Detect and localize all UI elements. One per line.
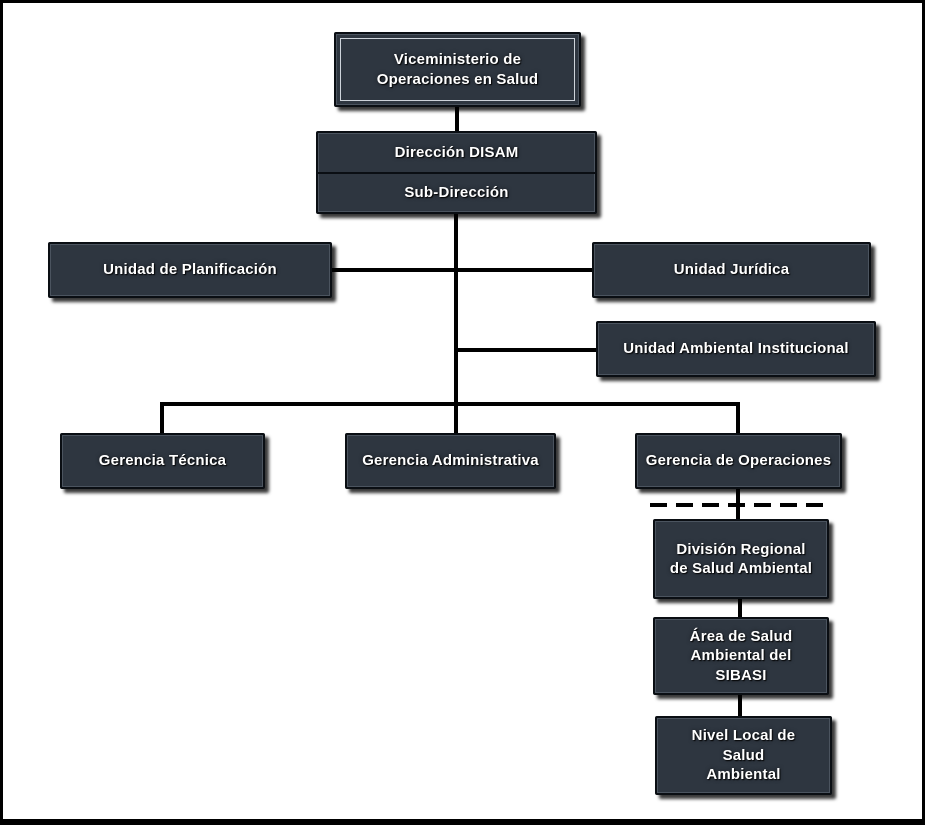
connector-drop-gerencia-operaciones (736, 402, 740, 434)
node-division-regional: División Regional de Salud Ambiental (653, 519, 829, 599)
node-viceministerio-label: Viceministerio de Operaciones en Salud (376, 51, 539, 88)
connector-unidades-horizontal (332, 268, 592, 272)
node-direccion-disam-label: Dirección DISAM (394, 143, 519, 161)
node-sub-direccion-label: Sub-Dirección (404, 184, 509, 201)
node-viceministerio: Viceministerio de Operaciones en Salud (334, 32, 581, 107)
node-unidad-ambiental: Unidad Ambiental Institucional (596, 321, 876, 377)
node-unidad-planificacion: Unidad de Planificación (48, 242, 332, 298)
connector-dashed-separator (650, 503, 828, 507)
node-gerencia-operaciones-label: Gerencia de Operaciones (645, 452, 832, 470)
node-area-sibasi: Área de Salud Ambiental del SIBASI (653, 617, 829, 695)
node-gerencia-tecnica-label: Gerencia Técnica (98, 452, 227, 470)
node-nivel-local: Nivel Local de Salud Ambiental (655, 716, 832, 795)
node-unidad-juridica: Unidad Jurídica (592, 242, 871, 298)
node-gerencia-administrativa: Gerencia Administrativa (345, 433, 556, 489)
node-direccion-disam-subdireccion: Dirección DISAM Sub-Dirección (316, 131, 597, 214)
connector-gerencias-horizontal (160, 402, 740, 406)
node-gerencia-tecnica: Gerencia Técnica (60, 433, 265, 489)
connector-viceministerio-disam (455, 106, 459, 132)
connector-unidad-ambiental (454, 348, 596, 352)
node-unidad-planificacion-label: Unidad de Planificación (103, 261, 277, 279)
node-area-sibasi-label: Área de Salud Ambiental del SIBASI (689, 627, 793, 684)
node-unidad-juridica-label: Unidad Jurídica (673, 261, 790, 279)
node-division-regional-label: División Regional de Salud Ambiental (669, 540, 813, 578)
node-nivel-local-label: Nivel Local de Salud Ambiental (691, 727, 796, 784)
node-gerencia-administrativa-label: Gerencia Administrativa (362, 452, 539, 470)
node-gerencia-operaciones: Gerencia de Operaciones (635, 433, 842, 489)
connector-division-area (738, 598, 742, 619)
connector-area-nivel (738, 695, 742, 717)
node-sub-direccion: Sub-Dirección (318, 171, 595, 213)
node-unidad-ambiental-label: Unidad Ambiental Institucional (623, 340, 849, 358)
connector-drop-gerencia-tecnica (160, 402, 164, 434)
connector-central-trunk (454, 213, 458, 434)
node-direccion-disam: Dirección DISAM (318, 133, 595, 172)
